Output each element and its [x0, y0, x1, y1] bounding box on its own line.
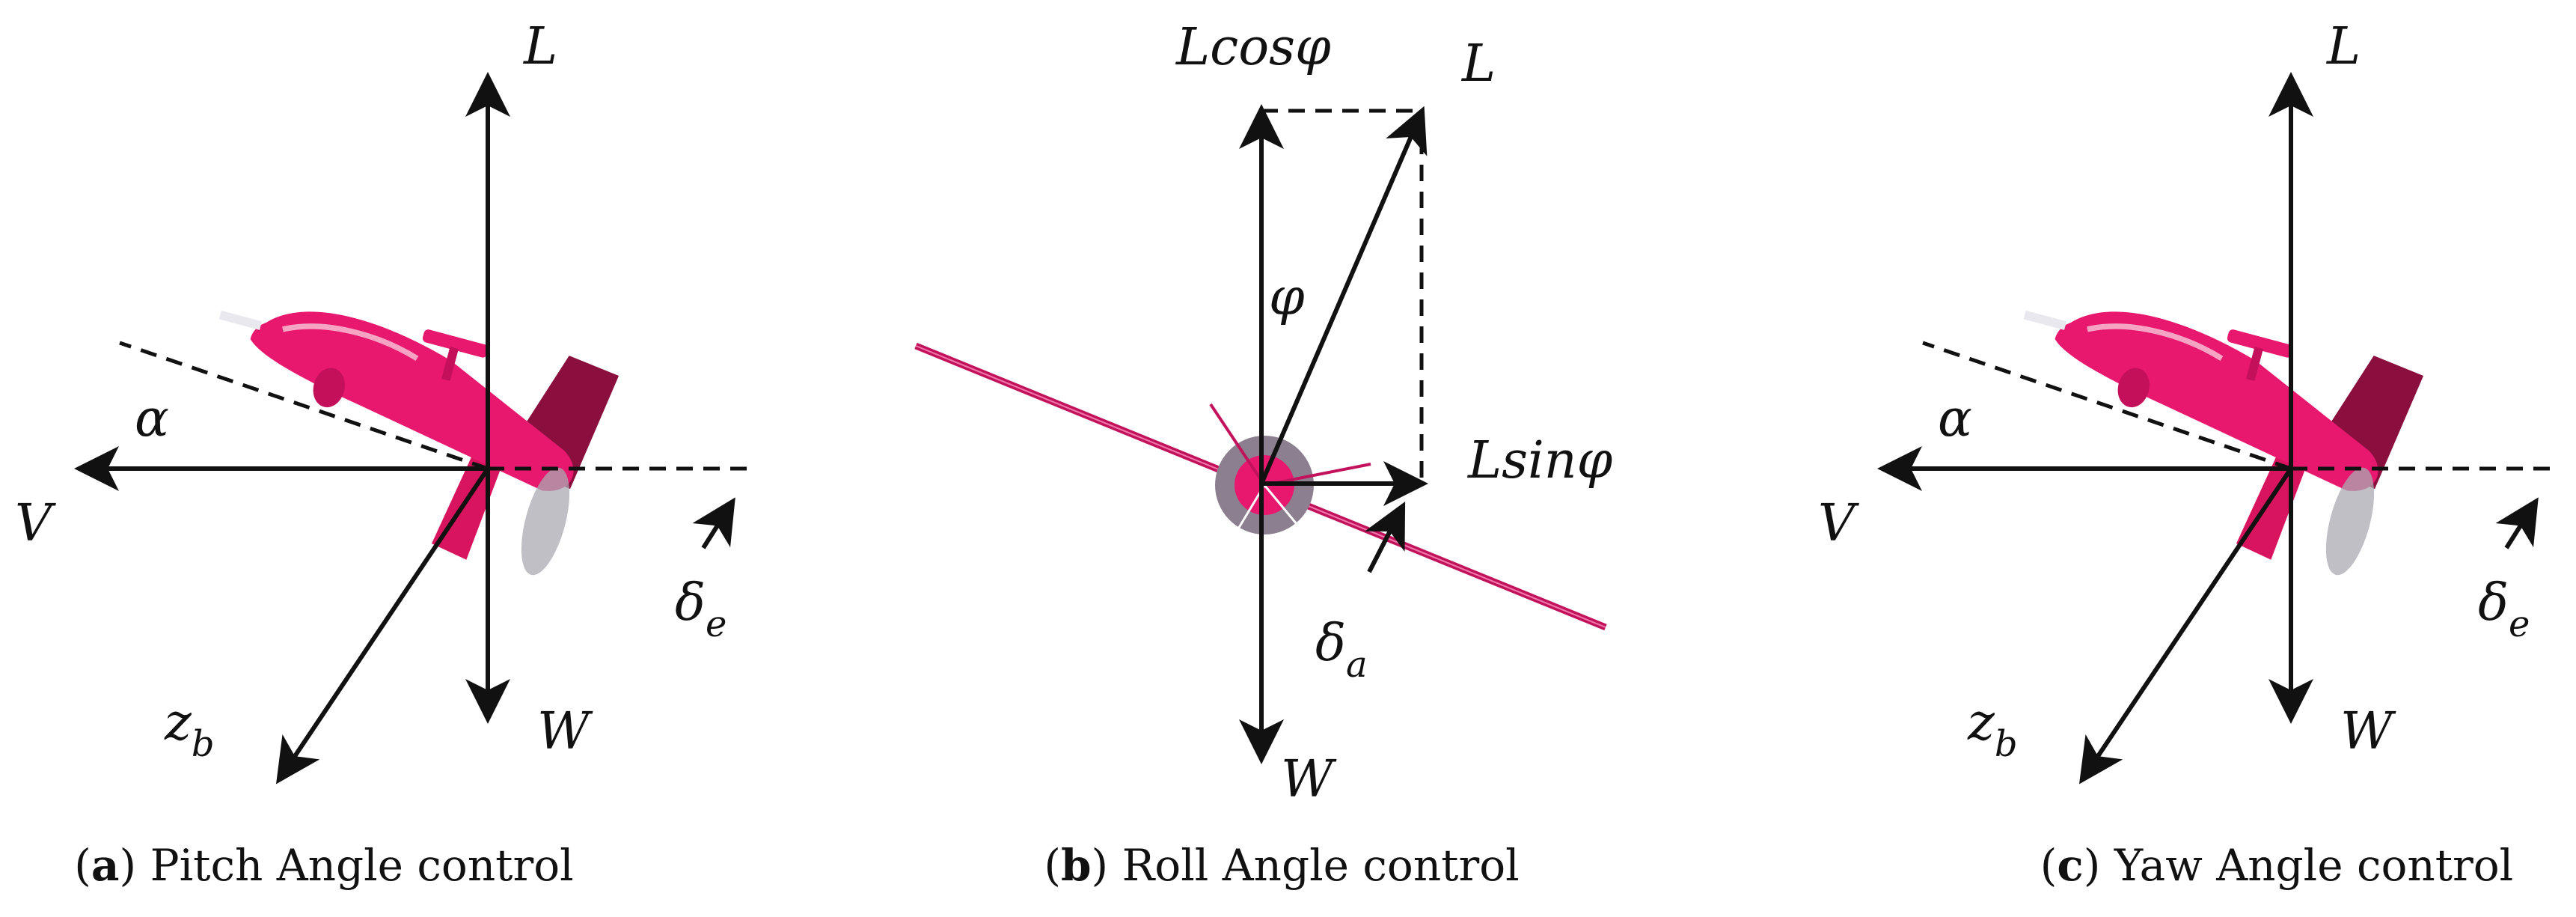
lift-label: L: [2325, 17, 2361, 76]
caption-a-letter: a: [91, 840, 120, 891]
velocity-label: V: [15, 494, 56, 553]
panel-b-roll: Lcosφ L φ Lsinφ δa W (b) Roll Angle cont…: [914, 18, 1613, 891]
elevator-arrow: [692, 497, 735, 549]
alpha-label: α: [1938, 389, 1972, 448]
weight-label: W: [1281, 750, 1337, 809]
caption-a: (a) Pitch Angle control: [74, 840, 573, 891]
lift-label: L: [522, 17, 557, 76]
drone-side-icon: [1980, 266, 2425, 585]
zb-main: z: [1967, 693, 1995, 752]
delta-subscript: e: [706, 603, 726, 645]
lcos-label: Lcosφ: [1175, 18, 1331, 77]
delta-a-label: δa: [1315, 614, 1368, 686]
velocity-label: V: [1818, 494, 1859, 553]
body-axis-dashed: [1922, 341, 2292, 471]
caption-b-text: Roll Angle control: [1122, 840, 1520, 891]
zb-label: zb: [1967, 693, 2018, 765]
zb-subscript: b: [1995, 723, 2018, 765]
lift-arrow: [1259, 106, 1428, 485]
panel-c-yaw: L α V W zb δe (c) Yaw Angle control: [1818, 17, 2557, 891]
zb-arrow: [2078, 467, 2293, 785]
delta-subscript: e: [2509, 603, 2530, 645]
panel-a-pitch: L α V W zb δe (a) Pitch Angle control: [15, 17, 754, 891]
zb-label: zb: [164, 693, 215, 765]
body-axis-dashed: [119, 341, 489, 471]
caption-c-text: Yaw Angle control: [2114, 840, 2513, 891]
aileron-arrow: [1365, 501, 1406, 573]
delta-main: δ: [675, 573, 706, 633]
weight-label: W: [537, 702, 593, 761]
phi-label: φ: [1269, 268, 1305, 327]
delta-main: δ: [1315, 614, 1346, 673]
caption-b: (b) Roll Angle control: [1044, 840, 1519, 891]
delta-e-label: δe: [2478, 573, 2530, 645]
zb-subscript: b: [192, 723, 215, 765]
elevator-arrow: [2495, 497, 2539, 549]
caption-c-letter: c: [2057, 840, 2083, 891]
delta-subscript: a: [1346, 644, 1368, 686]
delta-e-label: δe: [675, 573, 726, 645]
caption-c: (c) Yaw Angle control: [2040, 840, 2513, 891]
lift-label: L: [1460, 34, 1496, 94]
zb-main: z: [164, 693, 192, 752]
zb-arrow: [275, 467, 490, 785]
lsin-label: Lsinφ: [1466, 431, 1613, 490]
weight-label: W: [2340, 702, 2396, 761]
alpha-label: α: [135, 389, 169, 448]
caption-b-letter: b: [1061, 840, 1092, 891]
delta-main: δ: [2478, 573, 2509, 633]
caption-a-text: Pitch Angle control: [150, 840, 574, 891]
drone-side-icon: [175, 266, 620, 585]
